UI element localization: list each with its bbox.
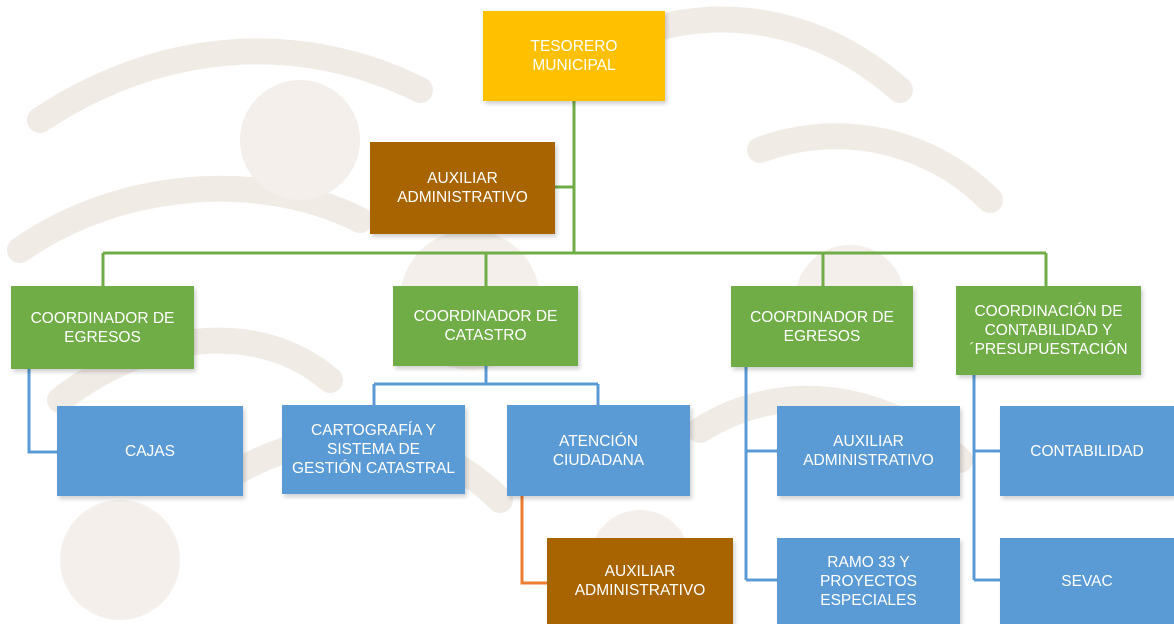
node-coordinator-egresos-1-label: COORDINADOR DE EGRESOS xyxy=(30,309,175,346)
node-sevac: SEVAC xyxy=(1000,538,1174,624)
connector-egresos-children xyxy=(744,367,777,582)
node-coordinator-egresos-2: COORDINADOR DE EGRESOS xyxy=(731,286,913,367)
node-coordinator-egresos-1: COORDINADOR DE EGRESOS xyxy=(11,286,194,369)
node-sevac-label: SEVAC xyxy=(1061,572,1113,590)
connector-contabilidad-children xyxy=(972,375,1000,582)
node-ramo-33-label: RAMO 33 Y PROYECTOS ESPECIALES xyxy=(819,553,918,609)
node-coordinator-egresos-2-label: COORDINADOR DE EGRESOS xyxy=(750,308,894,345)
node-assistant-atencion: AUXILIAR ADMINISTRATIVO xyxy=(547,538,733,624)
node-atencion-ciudadana-label: ATENCIÓN CIUDADANA xyxy=(552,432,645,469)
node-cartografia: CARTOGRAFÍA Y SISTEMA DE GESTIÓN CATASTR… xyxy=(282,405,465,494)
node-auxiliar-administrativo: AUXILIAR ADMINISTRATIVO xyxy=(777,406,960,496)
node-cajas: CAJAS xyxy=(57,406,243,496)
node-contabilidad: CONTABILIDAD xyxy=(1000,406,1174,496)
node-coordinacion-contabilidad-label: COORDINACIÓN DE CONTABILIDAD Y ´PRESUPUE… xyxy=(969,303,1128,358)
node-assistant-top-label: AUXILIAR ADMINISTRATIVO xyxy=(397,170,528,206)
connector-catastro-children xyxy=(372,366,600,405)
node-auxiliar-administrativo-label: AUXILIAR ADMINISTRATIVO xyxy=(803,433,934,469)
node-cartografia-label: CARTOGRAFÍA Y SISTEMA DE GESTIÓN CATASTR… xyxy=(291,422,456,477)
connector-cajas xyxy=(27,369,57,454)
node-atencion-ciudadana: ATENCIÓN CIUDADANA xyxy=(507,405,690,496)
node-cajas-label: CAJAS xyxy=(125,442,175,460)
node-assistant-top: AUXILIAR ADMINISTRATIVO xyxy=(370,142,555,234)
node-ramo-33: RAMO 33 Y PROYECTOS ESPECIALES xyxy=(777,538,960,624)
node-assistant-atencion-label: AUXILIAR ADMINISTRATIVO xyxy=(574,563,706,599)
node-treasurer-label: TESORERO MUNICIPAL xyxy=(530,38,618,74)
node-treasurer: TESORERO MUNICIPAL xyxy=(483,11,665,101)
node-coordinator-catastro-label: COORDINADOR DE CATASTRO xyxy=(413,308,558,344)
connector-atencion-assistant xyxy=(520,496,547,585)
node-contabilidad-label: CONTABILIDAD xyxy=(1030,442,1144,460)
node-coordinacion-contabilidad: COORDINACIÓN DE CONTABILIDAD Y ´PRESUPUE… xyxy=(956,286,1141,375)
node-coordinator-catastro: COORDINADOR DE CATASTRO xyxy=(393,286,578,366)
